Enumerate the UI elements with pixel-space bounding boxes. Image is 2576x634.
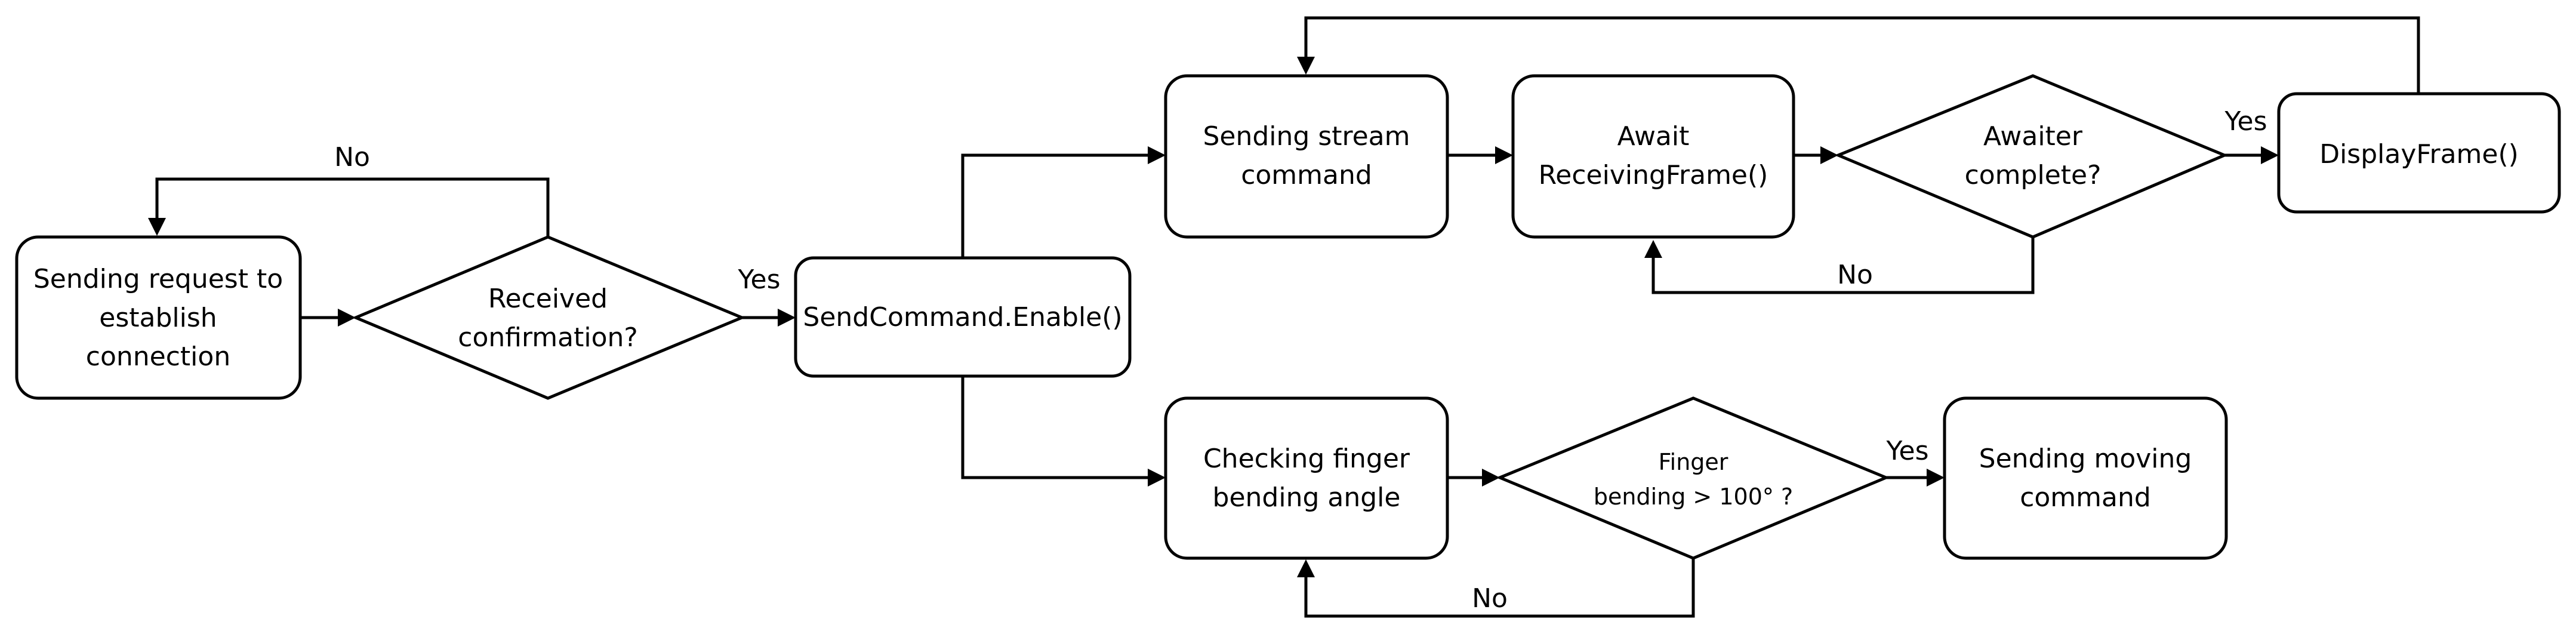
node-confirmation: Received confirmation? bbox=[352, 235, 746, 400]
node-enable: SendCommand.Enable() bbox=[794, 256, 1132, 378]
node-await-line-2: ReceivingFrame() bbox=[1539, 160, 1768, 190]
edge-enable-to-stream bbox=[961, 153, 1161, 258]
edges bbox=[148, 16, 2420, 618]
node-moving-line-2: command bbox=[2020, 482, 2151, 513]
node-request-line-3: connection bbox=[86, 341, 230, 372]
node-display-line-1: DisplayFrame() bbox=[2319, 139, 2519, 170]
node-awaiter: Awaiter complete? bbox=[1834, 74, 2229, 239]
node-bending-line-1: Finger bbox=[1659, 449, 1728, 475]
node-stream-line-1: Sending stream bbox=[1203, 121, 1410, 152]
label-awaiter-no: No bbox=[1837, 260, 1873, 290]
arrowhead bbox=[2261, 146, 2279, 164]
arrowhead bbox=[1644, 240, 1662, 258]
node-bending: Finger bending > 100° ? bbox=[1496, 396, 1890, 560]
node-request: Sending request to establish connection bbox=[15, 235, 302, 400]
arrowhead bbox=[1820, 146, 1838, 164]
label-bending-no: No bbox=[1472, 583, 1508, 614]
edge-awaiter-no bbox=[1651, 237, 2035, 294]
node-awaiter-line-1: Awaiter bbox=[1983, 121, 2083, 152]
node-confirmation-line-2: confirmation? bbox=[458, 322, 638, 353]
arrowhead bbox=[1927, 469, 1945, 487]
edge-display-to-stream bbox=[1304, 16, 2420, 94]
node-await-line-1: Await bbox=[1617, 121, 1690, 152]
node-stream: Sending stream command bbox=[1164, 74, 1449, 239]
node-bending-line-2: bending > 100° ? bbox=[1594, 484, 1793, 510]
edge-confirmation-no bbox=[155, 177, 550, 237]
label-confirm-yes: Yes bbox=[737, 264, 780, 295]
node-confirmation-line-1: Received bbox=[488, 284, 608, 314]
edge-bending-no bbox=[1304, 558, 1695, 618]
node-finger: Checking finger bending angle bbox=[1164, 396, 1449, 560]
label-awaiter-yes: Yes bbox=[2224, 106, 2267, 137]
arrowhead bbox=[778, 309, 796, 327]
edge-labels: No Yes Yes No Yes No bbox=[334, 106, 2267, 614]
node-finger-line-1: Checking finger bbox=[1203, 444, 1410, 474]
node-moving-line-1: Sending moving bbox=[1979, 444, 2192, 474]
arrowhead bbox=[1148, 469, 1166, 487]
node-finger-line-2: bending angle bbox=[1213, 482, 1401, 513]
node-request-line-2: establish bbox=[99, 303, 217, 333]
node-moving: Sending moving command bbox=[1943, 396, 2228, 560]
node-display: DisplayFrame() bbox=[2277, 92, 2561, 214]
arrowhead bbox=[338, 309, 356, 327]
node-request-line-1: Sending request to bbox=[33, 264, 283, 294]
node-stream-line-2: command bbox=[1241, 160, 1372, 190]
node-await: Await ReceivingFrame() bbox=[1511, 74, 1795, 239]
arrowhead bbox=[1297, 57, 1315, 75]
arrowhead bbox=[1297, 559, 1315, 577]
label-confirm-no: No bbox=[334, 142, 370, 173]
arrowhead bbox=[1495, 146, 1513, 164]
arrowhead bbox=[148, 218, 166, 236]
nodes: Sending request to establish connection … bbox=[15, 74, 2561, 560]
label-bending-yes: Yes bbox=[1885, 436, 1928, 466]
arrowhead bbox=[1482, 469, 1500, 487]
node-enable-line-1: SendCommand.Enable() bbox=[803, 302, 1122, 333]
edge-enable-to-finger bbox=[961, 376, 1161, 479]
node-awaiter-line-2: complete? bbox=[1965, 160, 2102, 190]
arrowhead bbox=[1148, 146, 1166, 164]
